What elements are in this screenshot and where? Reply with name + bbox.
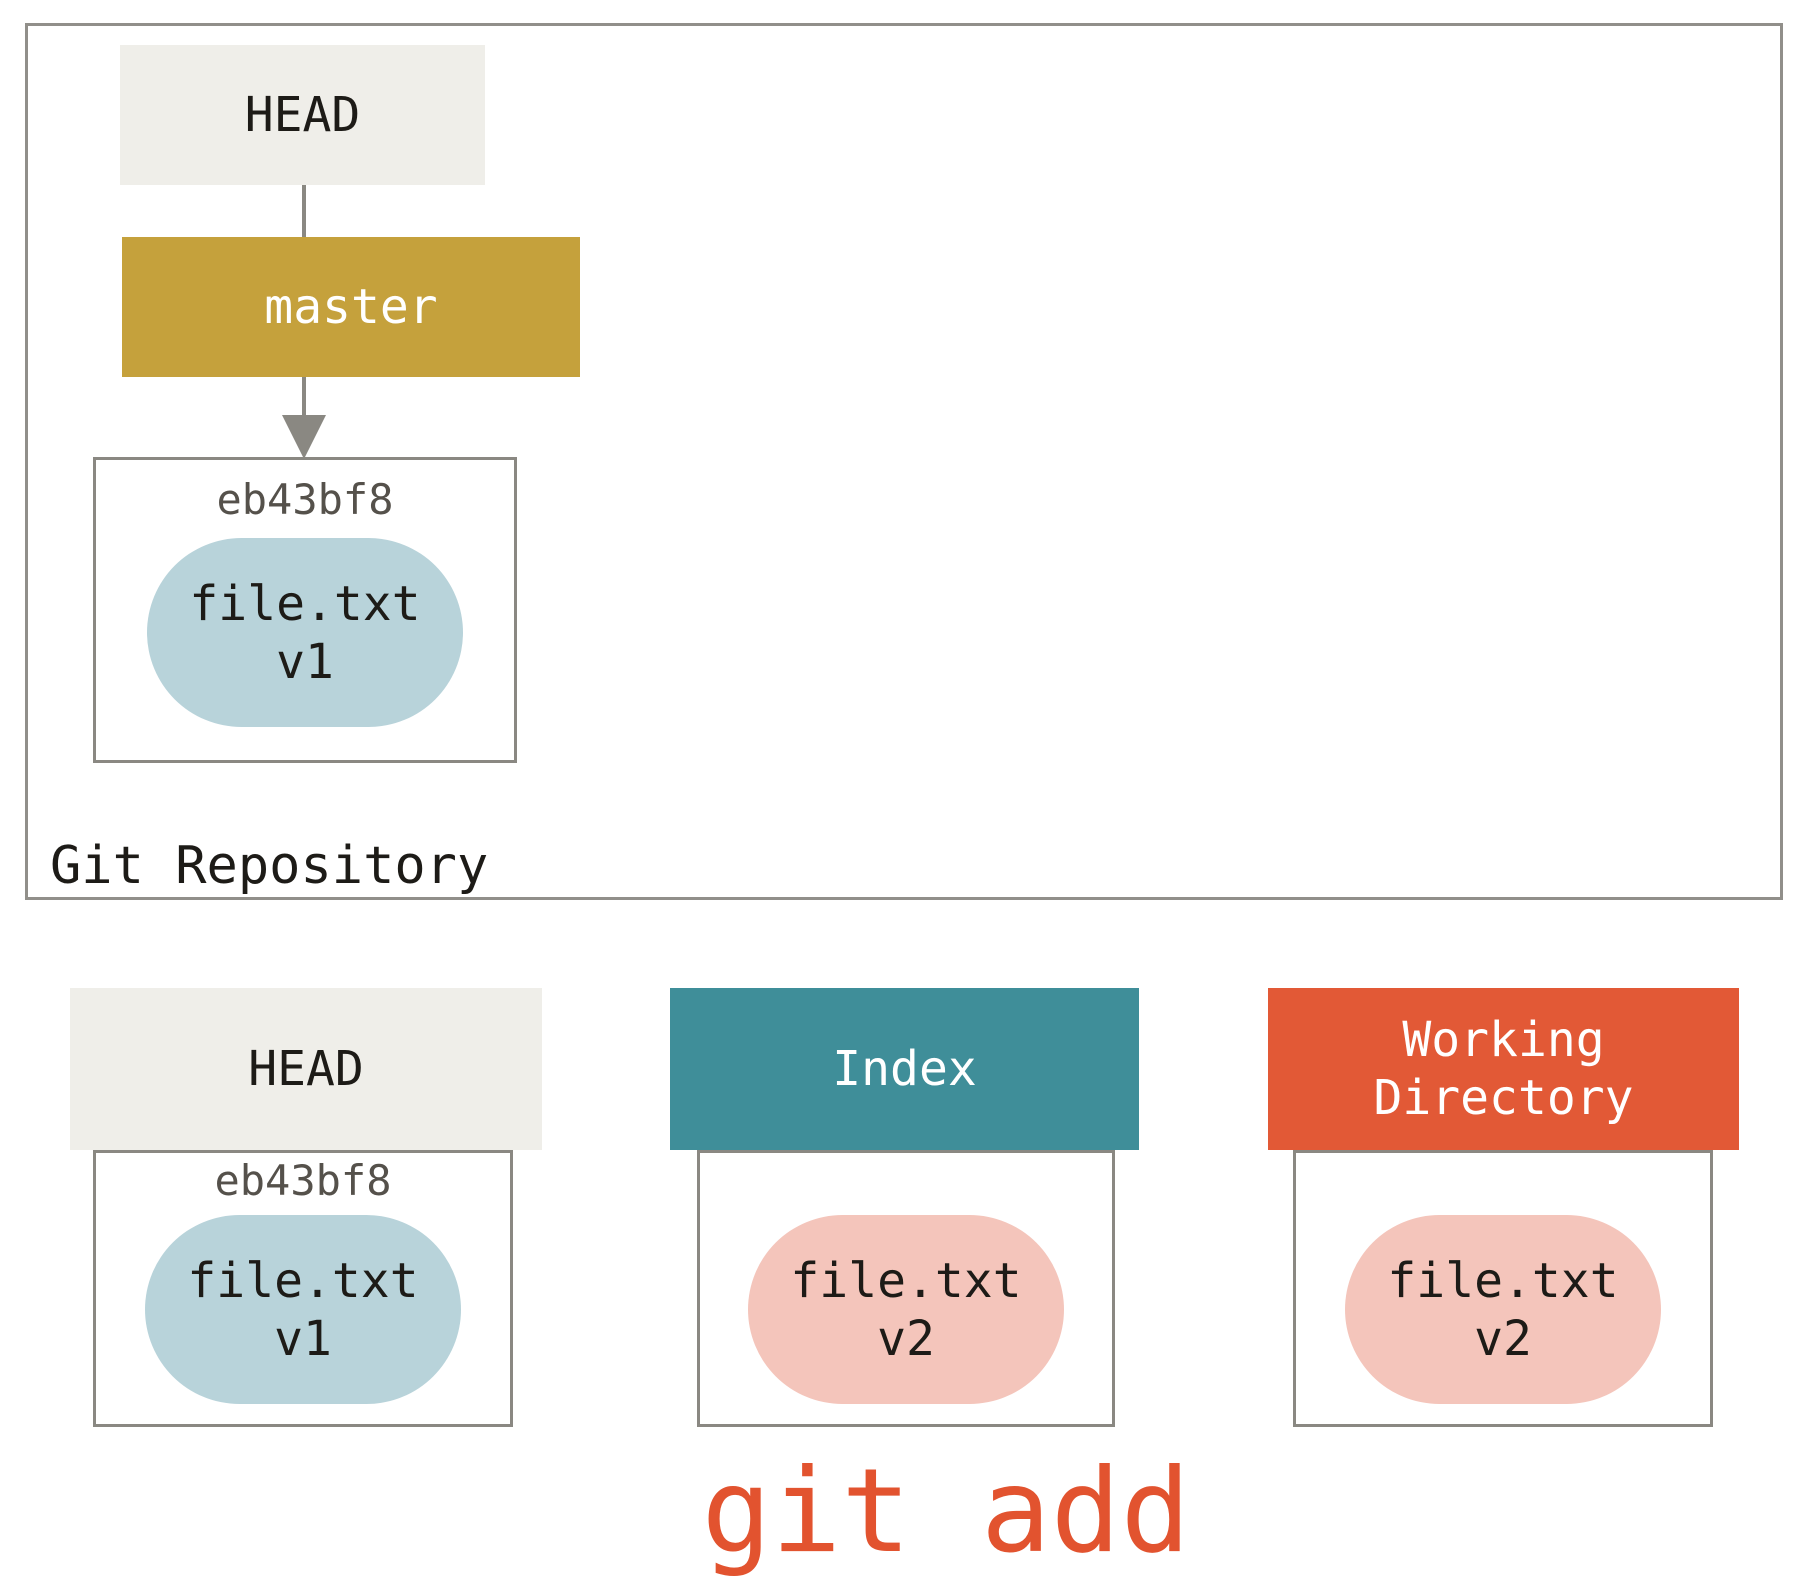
- file-version: v2: [1474, 1310, 1532, 1367]
- git-add-caption: git add: [701, 1444, 1191, 1579]
- master-to-commit-arrow-head: [282, 415, 326, 459]
- index-file-v2-blob: file.txt v2: [748, 1215, 1064, 1404]
- file-name: file.txt: [1387, 1252, 1619, 1309]
- working-directory-file-v2-blob: file.txt v2: [1345, 1215, 1661, 1404]
- git-repository-label: Git Repository: [50, 836, 489, 896]
- commit-hash: eb43bf8: [216, 475, 394, 524]
- head-commit-hash: eb43bf8: [214, 1156, 392, 1205]
- head-column-header: HEAD: [70, 988, 542, 1150]
- head-ref-box: HEAD: [120, 45, 485, 185]
- master-to-commit-arrow-line: [302, 377, 306, 417]
- head-column-box: eb43bf8 file.txt v1: [93, 1150, 513, 1427]
- commit-box: eb43bf8 file.txt v1: [93, 457, 517, 763]
- file-version: v1: [274, 1310, 332, 1367]
- file-name: file.txt: [187, 1252, 419, 1309]
- file-name: file.txt: [189, 575, 421, 632]
- head-ref-label: HEAD: [244, 87, 361, 143]
- master-branch-box: master: [122, 237, 580, 377]
- index-column-header: Index: [670, 988, 1139, 1150]
- git-repository-box: HEAD master eb43bf8 file.txt v1 Git Repo…: [25, 23, 1783, 900]
- working-directory-box: file.txt v2: [1293, 1150, 1713, 1427]
- file-version: v2: [877, 1310, 935, 1367]
- index-column-title: Index: [832, 1041, 977, 1097]
- working-directory-title: Working Directory: [1373, 1012, 1634, 1126]
- head-to-master-line: [302, 185, 306, 237]
- file-name: file.txt: [790, 1252, 1022, 1309]
- master-branch-label: master: [264, 279, 438, 335]
- working-directory-header: Working Directory: [1268, 988, 1739, 1150]
- head-file-v1-blob: file.txt v1: [145, 1215, 461, 1404]
- head-column-title: HEAD: [248, 1041, 364, 1097]
- file-v1-blob: file.txt v1: [147, 538, 463, 727]
- index-column-box: file.txt v2: [697, 1150, 1115, 1427]
- file-version: v1: [276, 633, 334, 690]
